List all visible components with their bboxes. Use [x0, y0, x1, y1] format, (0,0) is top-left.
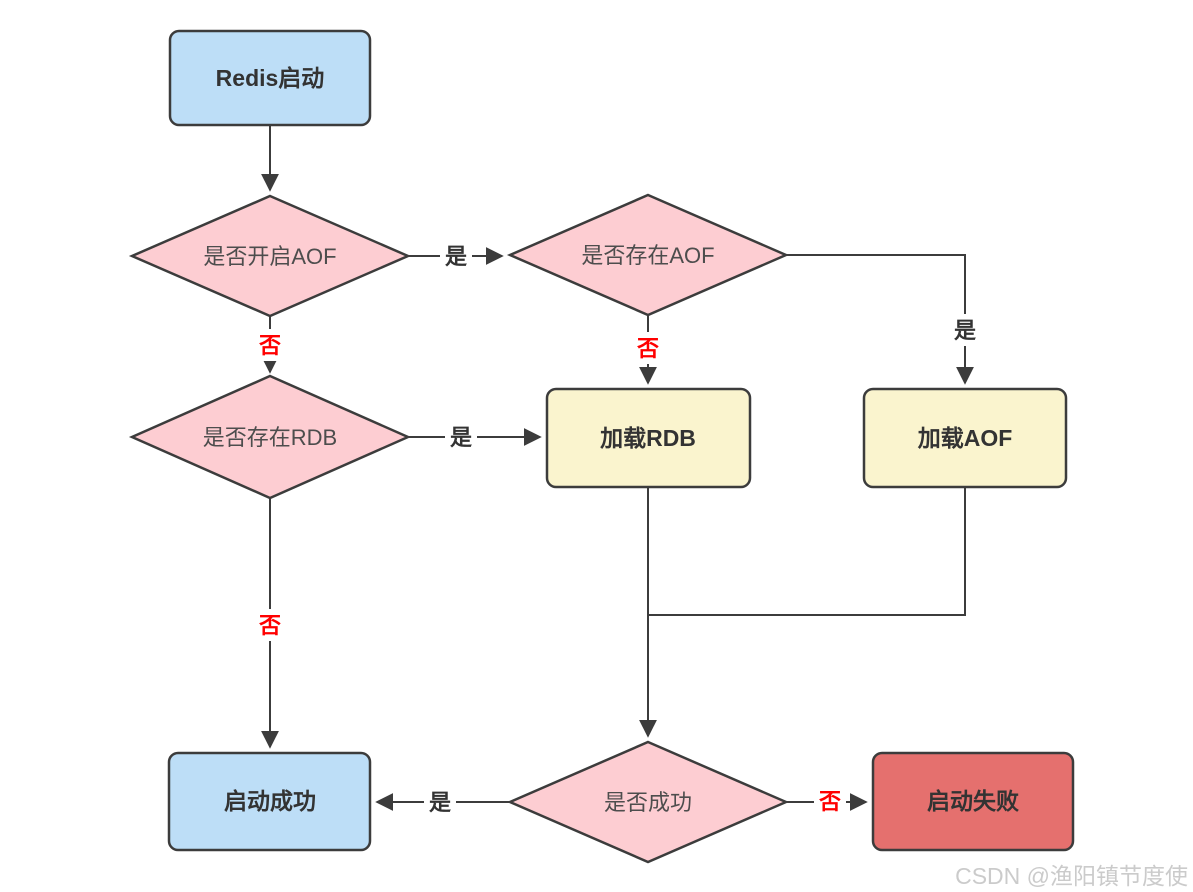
- start-label: Redis启动: [216, 65, 325, 91]
- start-success-label: 启动成功: [224, 788, 316, 814]
- node-check-success: 是否成功: [506, 740, 790, 864]
- node-load-rdb: 加载RDB: [545, 387, 752, 489]
- edge-labels: 是 否 否 是 是 否 是 否: [254, 240, 981, 818]
- check-aof-exists-label: 是否存在AOF: [581, 243, 714, 268]
- label-bg: [254, 609, 286, 641]
- edge-label-no-2: 否: [636, 336, 659, 361]
- node-check-rdb-exists: 是否存在RDB: [128, 374, 412, 500]
- check-aof-enabled-diamond: [128, 194, 412, 318]
- edge-load-aof-join: [648, 487, 966, 616]
- edge-label-no-3: 否: [258, 613, 281, 638]
- edge-label-no-1: 否: [258, 333, 281, 358]
- load-rdb-box: [545, 387, 752, 489]
- label-bg: [424, 786, 456, 818]
- edge-label-no-4: 否: [818, 789, 841, 814]
- label-bg: [445, 421, 477, 453]
- start-failure-label: 启动失败: [927, 788, 1019, 814]
- start-box: [168, 29, 372, 127]
- node-check-aof-exists: 是否存在AOF: [506, 193, 790, 317]
- label-bg: [814, 785, 846, 817]
- check-rdb-exists-label: 是否存在RDB: [203, 425, 337, 450]
- node-start-failure: 启动失败: [871, 751, 1075, 852]
- edge-label-yes-2: 是: [954, 318, 976, 343]
- load-rdb-label: 加载RDB: [599, 425, 696, 451]
- edge-label-yes-1: 是: [445, 244, 467, 269]
- node-start: Redis启动: [168, 29, 372, 127]
- watermark-text: CSDN @渔阳镇节度使: [955, 863, 1188, 889]
- load-aof-box: [862, 387, 1068, 489]
- edge-label-yes-3: 是: [450, 425, 472, 450]
- node-load-aof: 加载AOF: [862, 387, 1068, 489]
- start-failure-box: [871, 751, 1075, 852]
- check-aof-enabled-label: 是否开启AOF: [203, 244, 336, 269]
- label-bg: [632, 332, 664, 364]
- check-aof-exists-diamond: [506, 193, 790, 317]
- node-start-success: 启动成功: [167, 751, 372, 852]
- load-aof-label: 加载AOF: [917, 425, 1013, 451]
- start-success-box: [167, 751, 372, 852]
- label-bg: [949, 314, 981, 346]
- label-bg: [254, 329, 286, 361]
- node-check-aof-enabled: 是否开启AOF: [128, 194, 412, 318]
- edge-aof-exists-yes-to-load-aof: [786, 254, 974, 385]
- check-success-label: 是否成功: [604, 790, 692, 815]
- check-success-diamond: [506, 740, 790, 864]
- edge-label-yes-4: 是: [429, 790, 451, 815]
- check-rdb-exists-diamond: [128, 374, 412, 500]
- label-bg: [440, 240, 472, 272]
